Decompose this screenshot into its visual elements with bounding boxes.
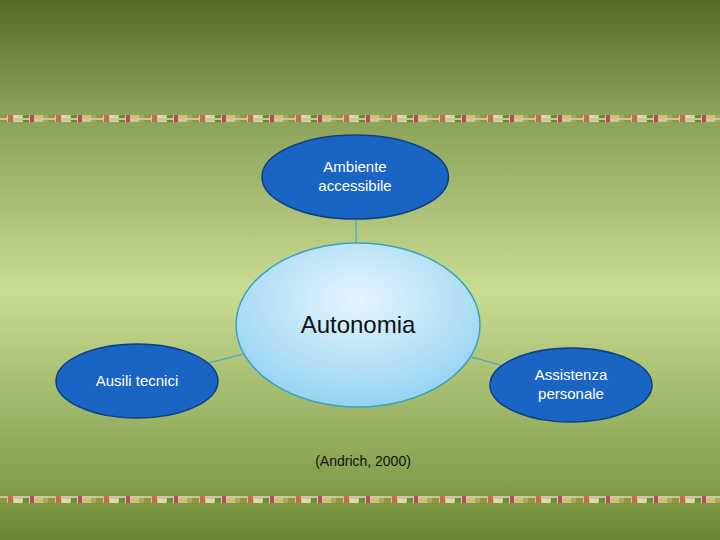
outer-ellipse: Ambiente accessibile (261, 134, 450, 220)
connector-line (355, 220, 357, 242)
outer-ellipse: Assistenza personale (489, 347, 653, 423)
node-text: Assistenza personale (521, 366, 621, 404)
node-text: Ausili tecnici (96, 372, 179, 391)
center-ellipse: Autonomia (235, 242, 481, 408)
ellipse-outline (56, 344, 218, 418)
ellipse-outline (262, 135, 449, 219)
node-text: Ambiente accessibile (295, 158, 415, 196)
connector-line (472, 357, 501, 365)
citation-label: (Andrich, 2000) (315, 453, 411, 469)
node-text: Autonomia (301, 310, 416, 340)
connector-line (209, 354, 243, 363)
ellipse-outline (236, 243, 480, 407)
outer-ellipse: Ausili tecnici (55, 343, 219, 419)
ellipse-outline (490, 348, 652, 422)
